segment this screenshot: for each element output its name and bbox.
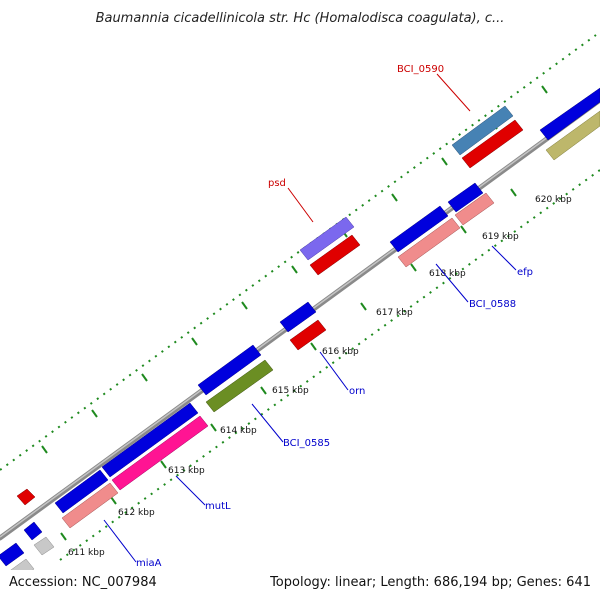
- gene-feature[interactable]: [545, 110, 600, 161]
- tick-label: 612 kbp: [118, 508, 155, 518]
- gene-feature[interactable]: [33, 536, 55, 556]
- gene-features-lower: [3, 110, 600, 586]
- gene-feature[interactable]: [279, 301, 317, 333]
- gene-features-upper: [0, 87, 600, 567]
- tick-label: 618 kbp: [429, 269, 466, 279]
- gene-feature[interactable]: [54, 469, 109, 514]
- gene-feature[interactable]: [23, 521, 43, 541]
- gene-feature[interactable]: [397, 217, 461, 268]
- tick-label: 619 kbp: [482, 232, 519, 242]
- tick-labels: 611 kbp 612 kbp 613 kbp 614 kbp 615 kbp …: [68, 195, 572, 558]
- gene-label-bci-0585[interactable]: BCI_0585: [283, 438, 330, 449]
- tick-label: 615 kbp: [272, 386, 309, 396]
- topology-summary-text: Topology: linear; Length: 686,194 bp; Ge…: [269, 575, 591, 590]
- gene-label-leaders: [103, 73, 517, 563]
- gene-feature[interactable]: [389, 205, 449, 253]
- tick-label: 611 kbp: [68, 548, 105, 558]
- gene-feature[interactable]: [61, 482, 119, 529]
- gene-label-efp[interactable]: efp: [517, 267, 533, 278]
- gene-feature[interactable]: [447, 182, 484, 213]
- gene-feature[interactable]: [197, 344, 262, 396]
- gene-feature[interactable]: [205, 359, 274, 413]
- gene-labels: BCI_0590 psd efp BCI_0588 orn BCI_0585 m…: [136, 64, 533, 569]
- tick-label: 613 kbp: [168, 466, 205, 476]
- tick-label: 617 kbp: [376, 308, 413, 318]
- gene-label-miaa[interactable]: miaA: [136, 558, 162, 569]
- accession-text: Accession: NC_007984: [9, 575, 157, 590]
- tick-label: 616 kbp: [322, 347, 359, 357]
- gene-label-psd[interactable]: psd: [268, 178, 286, 189]
- gene-feature[interactable]: [0, 542, 25, 567]
- gene-feature[interactable]: [454, 192, 495, 226]
- inner-major-ticks: [60, 188, 517, 541]
- outer-tick-track: [0, 34, 597, 471]
- gene-label-orn[interactable]: orn: [349, 386, 365, 397]
- gene-feature[interactable]: [101, 402, 199, 478]
- tick-label: 614 kbp: [220, 426, 257, 436]
- gene-feature[interactable]: [539, 87, 600, 141]
- gene-label-mutl[interactable]: mutL: [205, 501, 231, 512]
- gene-label-bci-0588[interactable]: BCI_0588: [469, 299, 516, 310]
- gene-feature[interactable]: [111, 415, 209, 491]
- footer-band: [0, 570, 600, 600]
- gene-feature[interactable]: [289, 319, 327, 351]
- gene-label-bci-0590[interactable]: BCI_0590: [397, 64, 444, 75]
- tick-label: 620 kbp: [535, 195, 572, 205]
- gene-feature[interactable]: [299, 216, 355, 261]
- map-title: Baumannia cicadellinicola str. Hc (Homal…: [96, 11, 505, 26]
- gene-feature[interactable]: [461, 119, 524, 169]
- gene-feature[interactable]: [16, 488, 36, 506]
- gene-feature[interactable]: [451, 105, 514, 156]
- gene-feature[interactable]: [309, 234, 361, 276]
